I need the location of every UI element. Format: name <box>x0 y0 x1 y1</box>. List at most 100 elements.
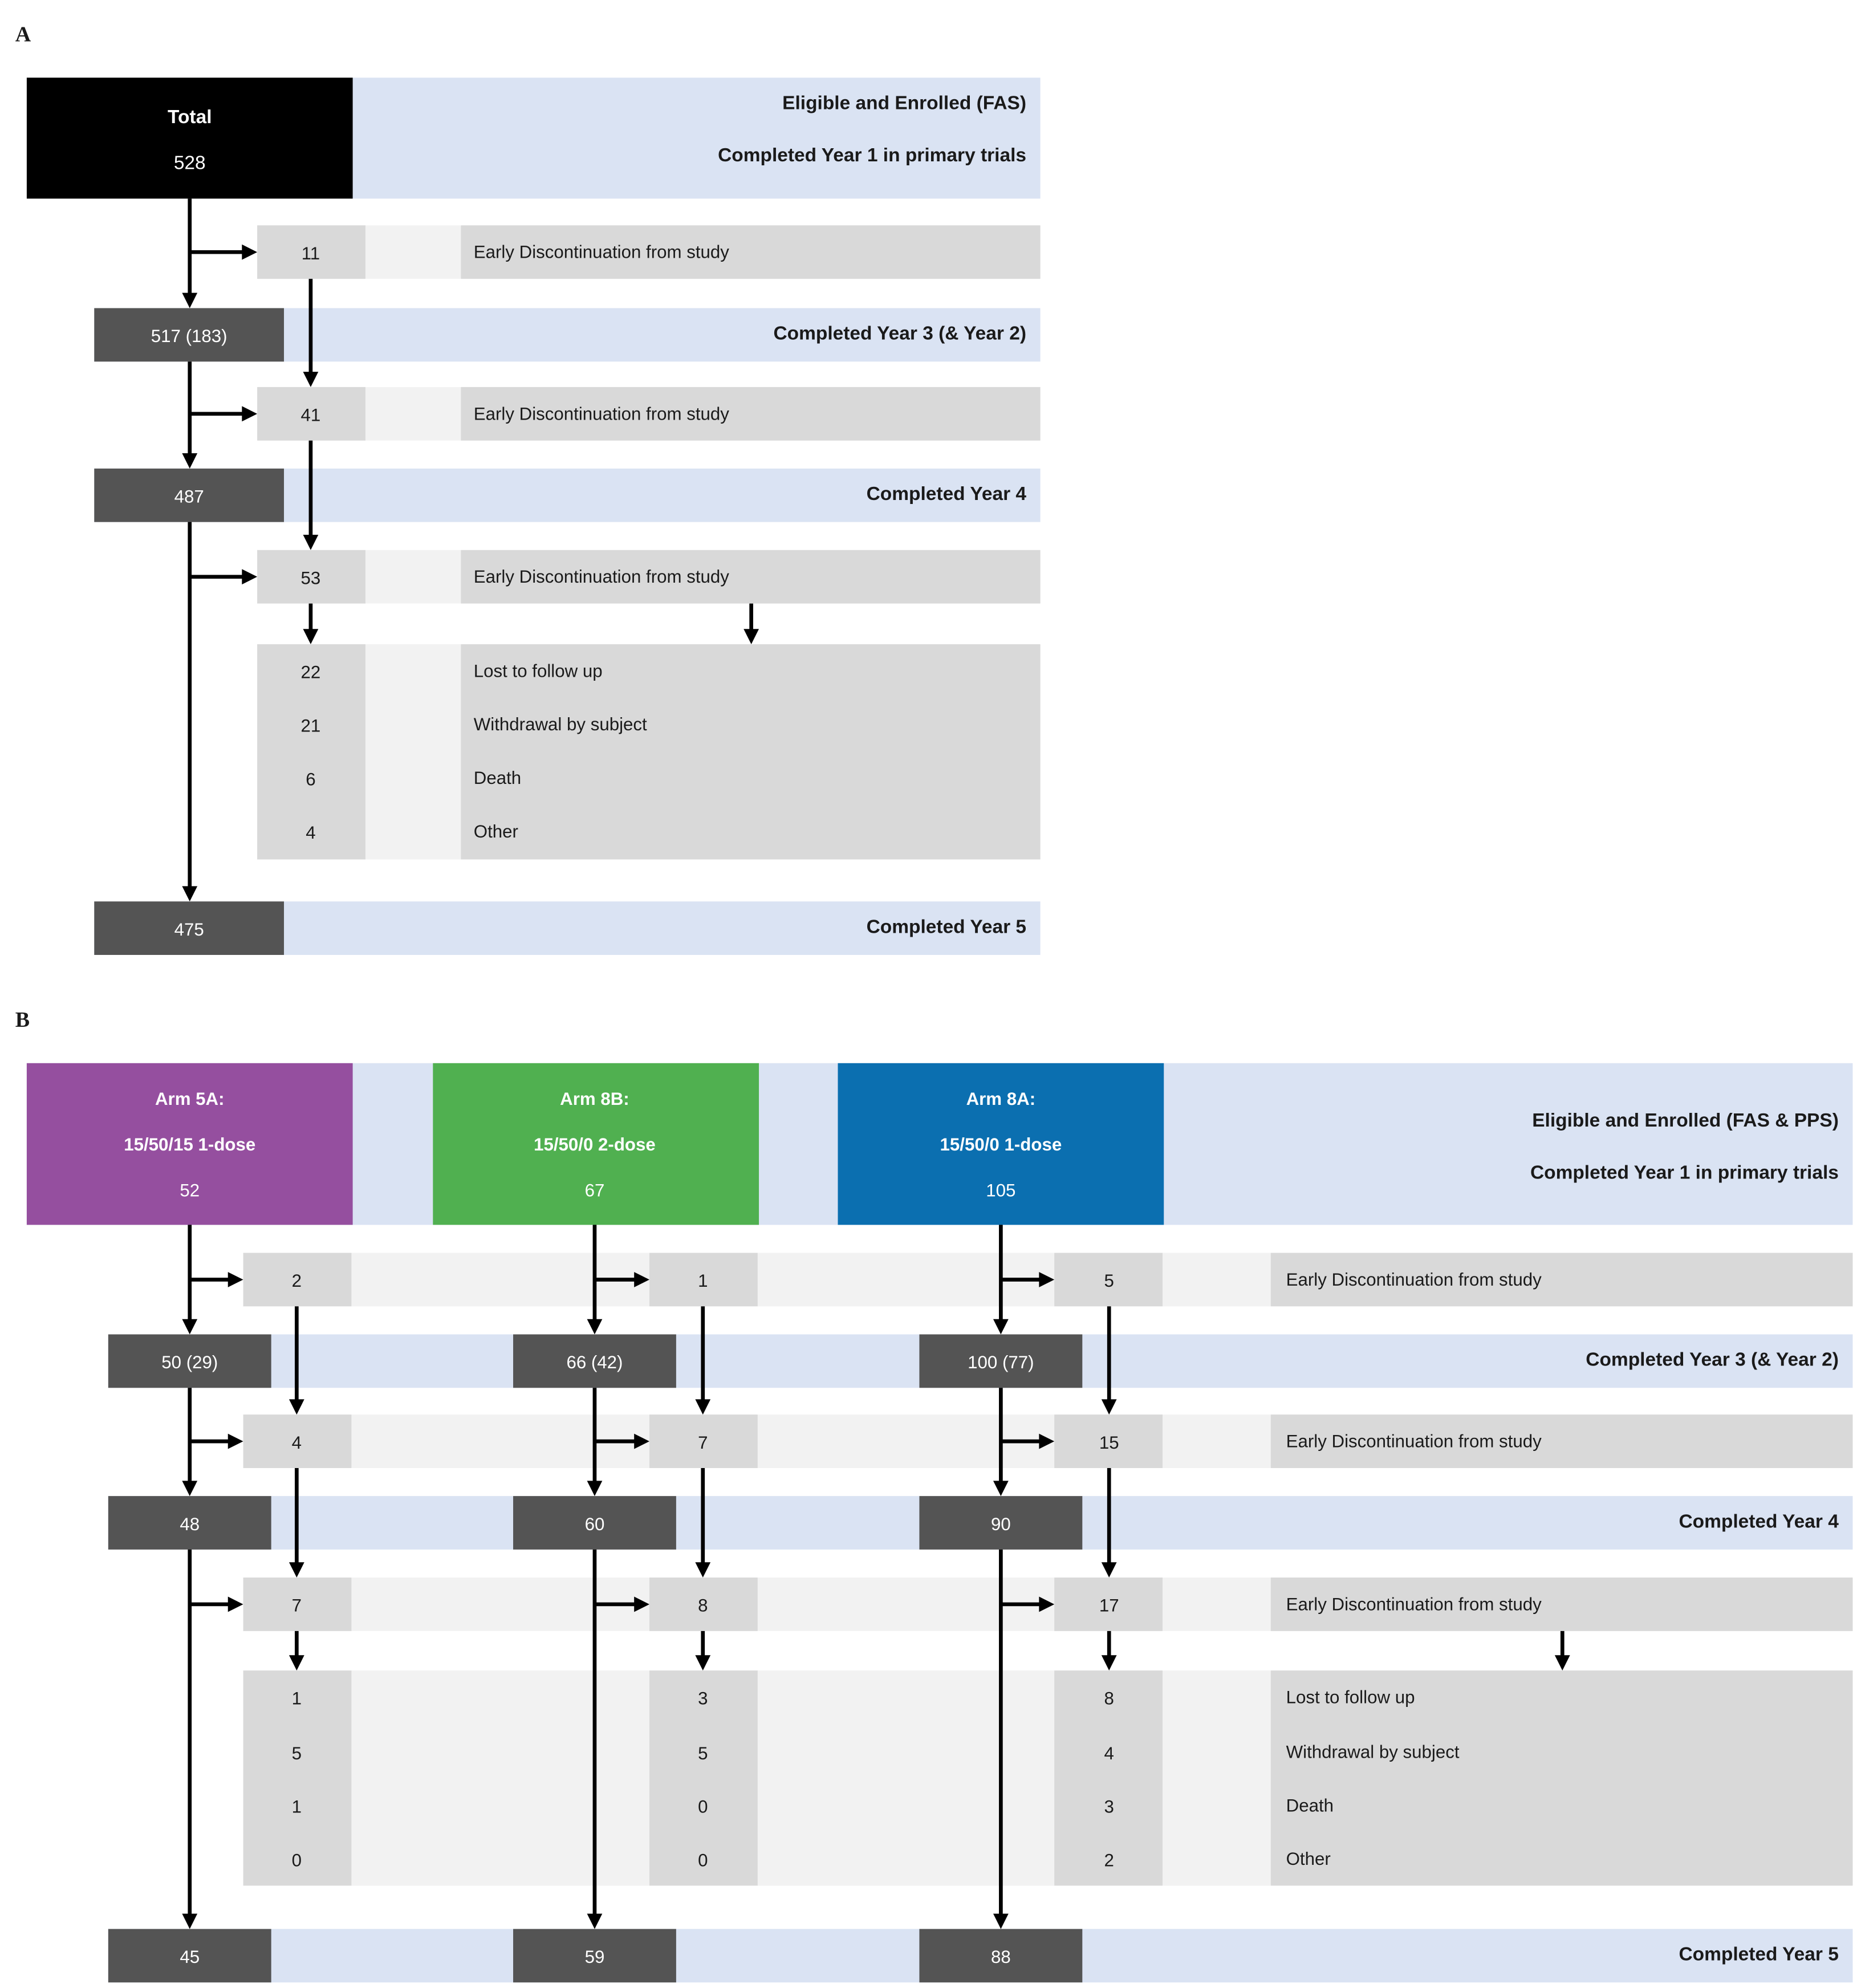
discontinuation-count-box <box>257 550 365 604</box>
discontinuation-count: 4 <box>292 1433 302 1453</box>
arrow-right-icon <box>242 569 258 585</box>
stage-count-box <box>94 901 285 955</box>
stage-count-box <box>513 1929 676 1983</box>
reason-label: Death <box>474 768 521 788</box>
discontinuation-count: 7 <box>698 1433 708 1453</box>
arrow-down-icon <box>587 1481 603 1497</box>
discontinuation-count: 41 <box>301 405 321 425</box>
reasons-count-box <box>649 1670 758 1886</box>
stage-count: 48 <box>180 1514 200 1534</box>
reason-count: 22 <box>301 662 321 682</box>
discontinuation-count-box <box>243 1253 352 1307</box>
reasons-count-box <box>1054 1670 1163 1886</box>
arrow-right-icon <box>227 1433 243 1449</box>
arrow-down-icon <box>993 1319 1009 1335</box>
discontinuation-count-box <box>649 1414 758 1468</box>
discontinuation-count: 53 <box>301 568 321 588</box>
stage-count: 45 <box>180 1947 200 1967</box>
arrow-down-icon <box>182 1481 198 1497</box>
arm-name: Arm 5A: <box>155 1089 225 1109</box>
arrow-right-icon <box>634 1596 649 1612</box>
stage-count: 66 (42) <box>566 1352 623 1372</box>
arrow-right-icon <box>227 1596 243 1612</box>
arrow-down-icon <box>695 1562 711 1578</box>
arm-box <box>26 1063 353 1225</box>
reason-label: Withdrawal by subject <box>474 714 647 734</box>
discontinuation-count: 7 <box>292 1596 302 1616</box>
stage-count: 487 <box>174 486 204 506</box>
reason-label: Other <box>1286 1849 1331 1869</box>
reason-count: 0 <box>698 1850 708 1870</box>
stage-count: 50 (29) <box>161 1352 218 1372</box>
reason-label: Death <box>1286 1795 1334 1815</box>
stage-count: 59 <box>585 1947 605 1967</box>
total-value: 528 <box>174 152 206 173</box>
discontinuation-count-box <box>1054 1578 1163 1631</box>
arrow-down-icon <box>182 886 198 902</box>
arm-name: Arm 8A: <box>966 1089 1036 1109</box>
reasons-label-box <box>1270 1670 1853 1886</box>
header-line2: Completed Year 1 in primary trials <box>718 145 1026 166</box>
total-box <box>26 78 353 199</box>
reason-label: Other <box>474 822 518 841</box>
arrow-down-icon <box>1101 1655 1117 1671</box>
stage-label: Completed Year 5 <box>867 916 1026 937</box>
stage-count: 475 <box>174 920 204 940</box>
reasons-count-box <box>257 644 365 860</box>
arrow-right-icon <box>227 1272 243 1287</box>
reason-label: Lost to follow up <box>1286 1687 1415 1707</box>
arm-regimen: 15/50/15 1-dose <box>124 1135 255 1154</box>
arrow-right-icon <box>1039 1596 1055 1612</box>
stage-label: Completed Year 4 <box>1679 1511 1839 1532</box>
discontinuation-count-box <box>649 1253 758 1307</box>
discontinuation-count: 1 <box>698 1271 708 1291</box>
reason-count: 0 <box>698 1797 708 1817</box>
arm-regimen: 15/50/0 1-dose <box>940 1135 1062 1154</box>
discontinuation-count-box <box>1054 1414 1163 1468</box>
arrow-down-icon <box>1101 1399 1117 1415</box>
reason-count: 5 <box>292 1743 302 1763</box>
arrow-down-icon <box>587 1319 603 1335</box>
reason-count: 2 <box>1104 1850 1114 1870</box>
discontinuation-count-box <box>257 387 365 441</box>
stage-count-box <box>919 1496 1083 1550</box>
discontinuation-label: Early Discontinuation from study <box>1286 1270 1542 1290</box>
arrow-down-icon <box>289 1562 304 1578</box>
stage-label: Completed Year 3 (& Year 2) <box>1586 1349 1839 1371</box>
discontinuation-label: Early Discontinuation from study <box>474 242 729 262</box>
reason-label: Lost to follow up <box>474 661 603 681</box>
arm-box <box>838 1063 1164 1225</box>
discontinuation-label-box <box>1270 1253 1853 1307</box>
arm-total: 67 <box>585 1181 605 1201</box>
arrow-down-icon <box>993 1481 1009 1497</box>
arm-total: 105 <box>986 1181 1015 1201</box>
arrow-down-icon <box>182 453 198 469</box>
stage-count-box <box>94 308 285 362</box>
arrow-down-icon <box>182 1913 198 1929</box>
arm-total: 52 <box>180 1181 200 1201</box>
discontinuation-count: 11 <box>302 243 320 263</box>
discontinuation-count-box <box>649 1578 758 1631</box>
stage-label: Completed Year 3 (& Year 2) <box>773 323 1026 344</box>
reason-count: 6 <box>306 769 315 789</box>
arrow-down-icon <box>1554 1655 1570 1671</box>
reason-count: 4 <box>306 823 315 843</box>
reasons-label-box <box>461 644 1041 860</box>
reason-count: 3 <box>1104 1797 1114 1817</box>
arm-name: Arm 8B: <box>560 1089 629 1109</box>
stage-count: 88 <box>991 1947 1011 1967</box>
discontinuation-count-box <box>1054 1253 1163 1307</box>
arrow-down-icon <box>303 629 319 645</box>
discontinuation-count: 5 <box>1104 1271 1114 1291</box>
reason-count: 8 <box>1104 1689 1114 1709</box>
header-band <box>352 78 1041 199</box>
stage-count-box <box>94 468 285 522</box>
discontinuation-label-box <box>461 550 1041 604</box>
arrow-down-icon <box>303 372 319 387</box>
arrow-down-icon <box>695 1655 711 1671</box>
reason-count: 3 <box>698 1689 708 1709</box>
reason-count: 4 <box>1104 1743 1114 1763</box>
discontinuation-label-box <box>1270 1414 1853 1468</box>
